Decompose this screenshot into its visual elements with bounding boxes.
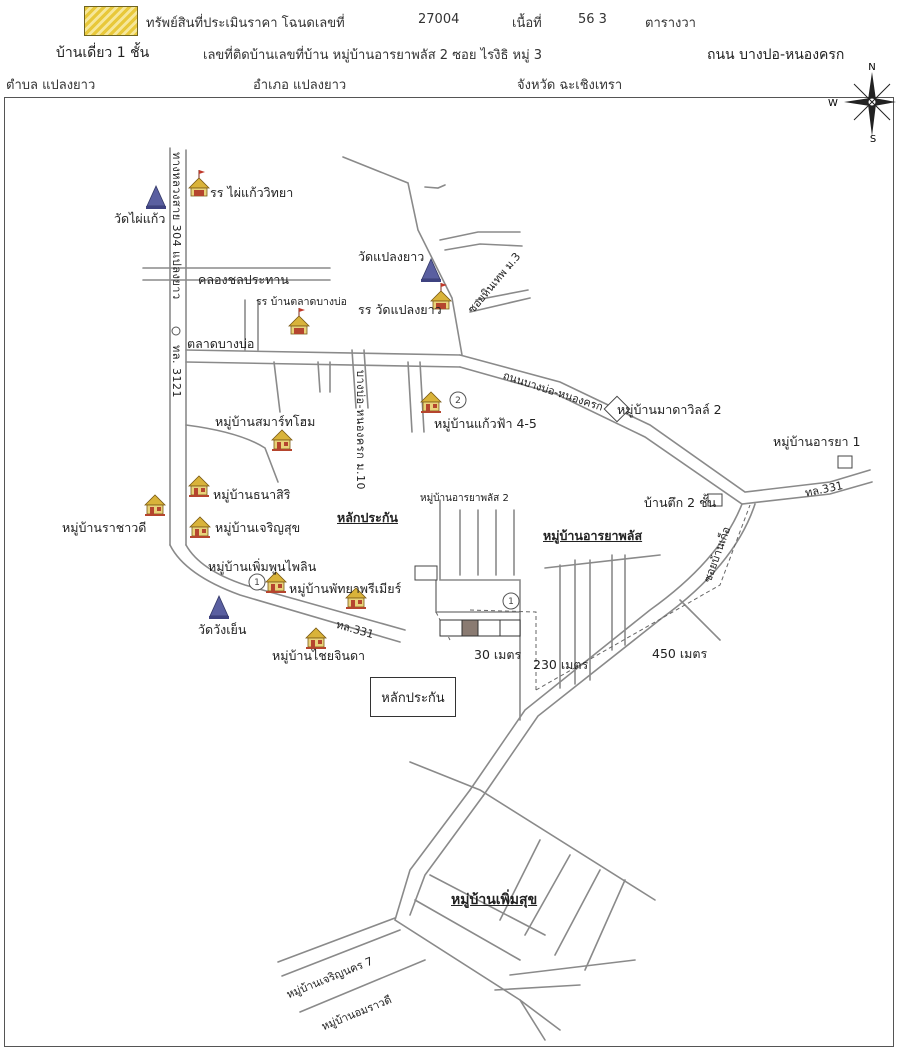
area-value: 56 3 [578, 12, 607, 27]
label-nong-khrok-10: บางบ่อ-หนองครก ม.10 [354, 370, 367, 491]
house-icon [305, 627, 327, 650]
label-phoem-phun: หมู่บ้านเพิ่มพูนไพลิน [208, 559, 317, 574]
temple-icon [208, 595, 230, 620]
temple-icon [145, 185, 167, 210]
label-ban-tuk: บ้านตึก 2 ชั้น [644, 495, 717, 510]
label-araya-plus: หมู่บ้านอารยาพลัส [543, 528, 643, 543]
label-araya-1: หมู่บ้านอารยา 1 [773, 434, 861, 449]
house-icon [271, 429, 293, 452]
house-icon [188, 475, 210, 498]
legend-text: ทรัพย์สินที่ประเมินราคา โฉนดเลขที่ [146, 16, 345, 31]
svg-text:1: 1 [254, 578, 260, 588]
label-wat-phai-kaew: วัดไผ่แก้ว [114, 211, 166, 226]
label-thanasiri: หมู่บ้านธนาสิริ [213, 487, 291, 502]
label-450m: 450 เมตร [652, 646, 708, 661]
compass-w: W [828, 98, 838, 109]
road-name: ถนน บางปอ-หนองครก [707, 47, 845, 63]
road-network [142, 147, 873, 1041]
label-230m: 230 เมตร [533, 657, 589, 672]
label-talat-school: รร บ้านตลาดบางบ่อ [256, 296, 347, 308]
area-unit: ตารางวา [645, 16, 696, 31]
subdistrict: ตำบล แปลงยาว [6, 78, 96, 93]
svg-text:2: 2 [455, 396, 461, 406]
compass-n: N [868, 62, 875, 73]
label-mada-ville: หมู่บ้านมาดาวิลล์ 2 [617, 402, 722, 417]
house-icon [144, 494, 166, 517]
label-kaew-fa: หมู่บ้านแก้วฟ้า 4-5 [434, 416, 537, 431]
lak-prakan-box: หลักประกัน [370, 677, 456, 717]
school-icon [188, 169, 210, 197]
legend-swatch [84, 6, 138, 36]
property-parcel [439, 619, 521, 637]
province: จังหวัด ฉะเชิงเทรา [517, 78, 623, 93]
label-wat-plaeng-yao: วัดแปลงยาว [358, 249, 425, 264]
label-chai-chinda: หมู่บ้านไชยจินดา [272, 648, 366, 663]
label-khlong: คลองชลประทาน [198, 272, 289, 287]
label-plaeng-yao-school: รร วัดแปลงยาว [358, 302, 442, 317]
label-araya-plus-2: หมู่บ้านอารยาพลัส 2 [420, 493, 509, 504]
house-icon [265, 571, 287, 594]
address: เลขที่ติดบ้านเลขที่บ้าน หมู่บ้านอารยาพลั… [203, 48, 543, 63]
area-label: เนื้อที่ [512, 16, 542, 31]
label-phoem-suk: หมู่บ้านเพิ่มสุข [451, 892, 538, 908]
label-wat-wang-yen: วัดวังเย็น [198, 622, 247, 637]
label-pattaya: หมู่บ้านพัทยาพรีเมียร์ [289, 581, 402, 596]
map-frame [4, 97, 894, 1047]
district: อำเภอ แปลงยาว [253, 78, 347, 93]
house-icon [420, 391, 442, 414]
compass-rose-icon: N S W [828, 62, 896, 142]
label-lak-prakan: หลักประกัน [337, 510, 398, 525]
junction-boxes [414, 395, 853, 581]
markers [171, 326, 520, 610]
label-smart-home: หมู่บ้านสมาร์ทโฮม [215, 414, 316, 429]
label-talat: ตลาดบางบ่อ [187, 336, 255, 351]
house-type: บ้านเดี่ยว 1 ชั้น [56, 45, 150, 61]
school-icon [288, 307, 310, 335]
compass-s: S [870, 134, 876, 142]
house-icon [189, 516, 211, 539]
label-30m: 30 เมตร [474, 647, 522, 662]
label-route-3121: ทล. 3121 [170, 345, 183, 398]
label-charoen-suk: หมู่บ้านเจริญสุข [215, 520, 301, 535]
label-phai-kaew-school: รร ไผ่แก้ววิทยา [210, 185, 294, 200]
deed-number: 27004 [418, 12, 460, 27]
svg-text:1: 1 [508, 597, 514, 607]
label-racha-wadi: หมู่บ้านราชาวดี [62, 520, 147, 535]
label-route-304: ทางหลวงสาย 304 แปลงยาว [170, 152, 183, 300]
